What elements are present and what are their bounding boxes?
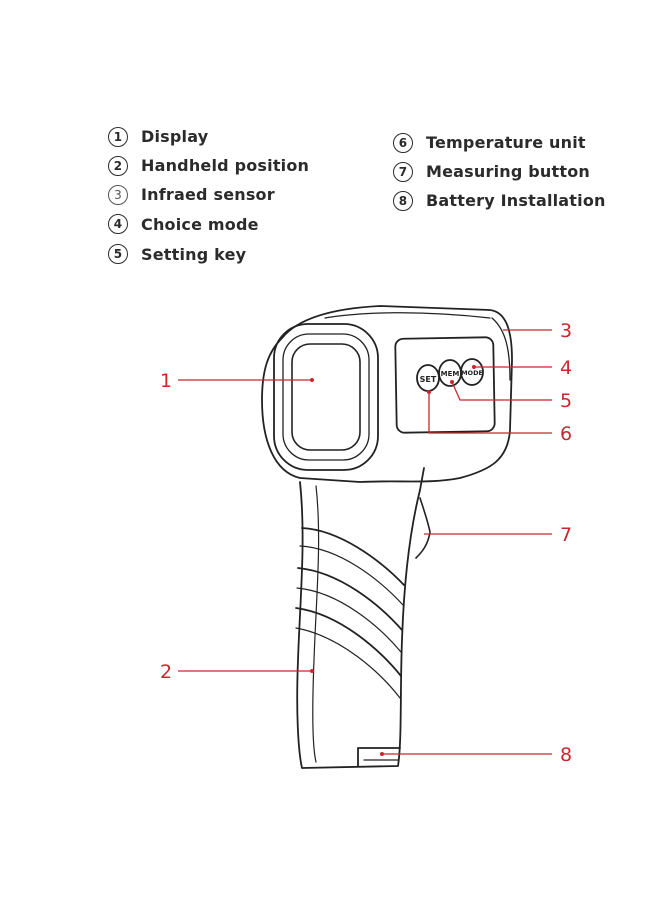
legend-right-column: 6 Temperature unit 7 Measuring button 8 … bbox=[393, 128, 606, 215]
button-set[interactable]: SET bbox=[416, 364, 440, 392]
button-mem[interactable]: MEM bbox=[438, 359, 462, 387]
grip-rib bbox=[295, 607, 402, 677]
callout-number-2: 2 bbox=[160, 661, 172, 683]
legend-label: Handheld position bbox=[141, 156, 310, 175]
legend-number: 2 bbox=[108, 155, 128, 176]
callout-number-7: 7 bbox=[560, 524, 572, 546]
legend-number: 8 bbox=[393, 190, 413, 211]
legend-item-setting-key: 5 Setting key bbox=[108, 239, 309, 269]
callout-dot bbox=[380, 752, 384, 756]
callout-number-5: 5 bbox=[560, 390, 572, 412]
legend-label: Setting key bbox=[141, 244, 247, 264]
legend-label: Measuring button bbox=[426, 162, 590, 181]
legend-item-measuring: 7 Measuring button bbox=[393, 157, 606, 186]
battery-cover bbox=[357, 747, 401, 767]
legend-label: Temperature unit bbox=[426, 133, 586, 152]
head-top-edge bbox=[324, 312, 491, 319]
callout-dot bbox=[472, 365, 476, 369]
button-mem-label: MEM bbox=[441, 370, 460, 378]
legend-number: 6 bbox=[393, 132, 413, 153]
legend-number: 4 bbox=[108, 214, 128, 234]
display-screen bbox=[291, 343, 361, 451]
head-outline bbox=[261, 305, 513, 483]
callout-number-6: 6 bbox=[560, 423, 572, 445]
display-bezel-mid bbox=[282, 333, 370, 461]
callout-dot bbox=[310, 669, 314, 673]
legend-number: 7 bbox=[393, 161, 413, 182]
button-mode[interactable]: MODE bbox=[460, 358, 484, 386]
grip-rib bbox=[296, 587, 402, 653]
handle-inner-edge bbox=[312, 485, 320, 763]
grip-rib bbox=[297, 567, 403, 631]
button-mode-label: MODE bbox=[461, 369, 483, 377]
handle-outline bbox=[296, 467, 425, 769]
legend-label: Infraed sensor bbox=[141, 185, 275, 204]
legend-item-battery: 8 Battery Installation bbox=[393, 186, 606, 215]
callout-line-5 bbox=[451, 381, 552, 401]
callout-line-6 bbox=[428, 392, 552, 434]
legend-label: Battery Installation bbox=[426, 191, 606, 210]
legend-number: 1 bbox=[108, 126, 128, 147]
callout-number-8: 8 bbox=[560, 744, 572, 766]
button-set-label: SET bbox=[420, 375, 437, 384]
legend-item-temp-unit: 6 Temperature unit bbox=[393, 128, 606, 157]
legend-label: Display bbox=[141, 127, 209, 146]
grip-rib bbox=[301, 527, 405, 586]
legend-item-choice-mode: 4 Choice mode bbox=[108, 209, 309, 239]
legend-number: 5 bbox=[108, 244, 128, 264]
legend-item-display: 1 Display bbox=[108, 122, 309, 151]
callout-number-3: 3 bbox=[560, 320, 572, 342]
display-bezel-outer bbox=[273, 323, 379, 471]
legend-item-handheld: 2 Handheld position bbox=[108, 151, 309, 180]
callout-number-4: 4 bbox=[560, 357, 572, 379]
trigger bbox=[415, 497, 431, 559]
callout-number-1: 1 bbox=[160, 370, 172, 392]
legend-number: 3 bbox=[108, 184, 128, 205]
button-panel bbox=[394, 336, 496, 434]
sensor-edge bbox=[491, 317, 511, 381]
legend-label: Choice mode bbox=[141, 214, 259, 234]
grip-rib bbox=[299, 545, 404, 606]
grip-rib bbox=[295, 627, 401, 699]
legend-item-infrared: 3 Infraed sensor bbox=[108, 180, 309, 209]
callout-dot bbox=[310, 378, 314, 382]
legend-left-column: 1 Display 2 Handheld position 3 Infraed … bbox=[108, 122, 309, 269]
callout-dot bbox=[450, 380, 454, 384]
callout-dot bbox=[427, 390, 431, 394]
